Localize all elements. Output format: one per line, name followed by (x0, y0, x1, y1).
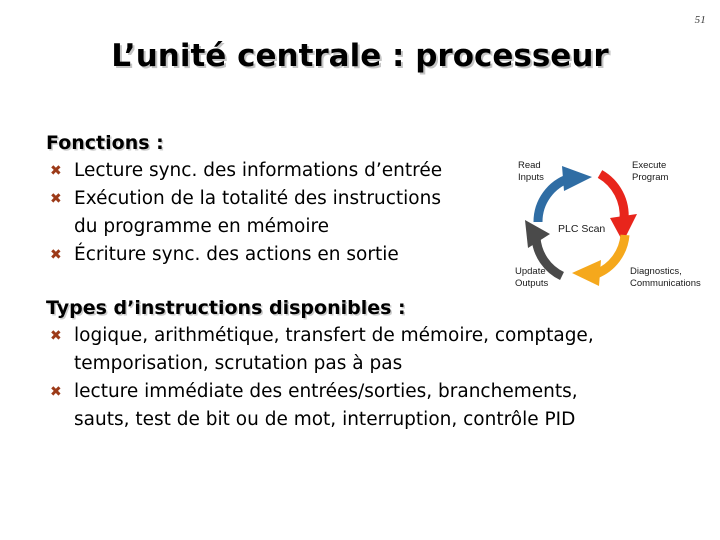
list-item-text: Exécution de la totalité des instruction… (74, 188, 441, 209)
list-item: ✖ Lecture sync. des informations d’entré… (46, 157, 544, 185)
section-heading-fonctions: Fonctions : (46, 132, 164, 154)
execute-program-arrow-icon (597, 170, 637, 242)
list-item: ✖ Écriture sync. des actions en sortie (46, 241, 544, 269)
update-outputs-arrow-icon (525, 220, 565, 281)
list-item-text-continued: du programme en mémoire (74, 216, 330, 237)
diagnostics-arrow-icon (572, 234, 630, 286)
bullet-cross-icon: ✖ (50, 191, 62, 207)
bullet-list-types: ✖ logique, arithmétique, transfert de mé… (46, 322, 706, 434)
bullet-list-fonctions: ✖ Lecture sync. des informations d’entré… (46, 157, 706, 269)
list-item-text: logique, arithmétique, transfert de mémo… (74, 325, 594, 346)
label-execute-program-line2: Program (632, 172, 669, 183)
section-types-instructions: Types d’instructions disponibles : ✖ log… (46, 295, 706, 434)
label-update-outputs-line1: Update (515, 266, 546, 277)
page-title: L’unité centrale : processeur (111, 38, 609, 74)
label-diagnostics-line1: Diagnostics, (630, 266, 682, 277)
page-number: 51 (694, 14, 706, 26)
list-item: ✖ lecture immédiate des entrées/sorties,… (46, 378, 706, 434)
list-item-text: Écriture sync. des actions en sortie (74, 244, 399, 265)
list-item: ✖ Exécution de la totalité des instructi… (46, 185, 544, 241)
label-read-inputs-line2: Inputs (518, 172, 544, 183)
list-item-text-continued: temporisation, scrutation pas à pas (74, 353, 403, 374)
list-item-text: Lecture sync. des informations d’entrée (74, 160, 443, 181)
list-item: ✖ logique, arithmétique, transfert de mé… (46, 322, 706, 378)
list-item-text-continued: sauts, test de bit ou de mot, interrupti… (74, 409, 576, 430)
section-heading-types: Types d’instructions disponibles : (46, 297, 406, 319)
label-diagnostics-line2: Communications (630, 278, 701, 289)
bullet-cross-icon: ✖ (50, 328, 62, 344)
bullet-cross-icon: ✖ (50, 247, 62, 263)
label-plc-scan-center: PLC Scan (558, 223, 605, 235)
label-execute-program-line1: Execute (632, 160, 666, 171)
label-read-inputs-line1: Read (518, 160, 541, 171)
section-fonctions: Fonctions : ✖ Lecture sync. des informat… (46, 130, 706, 269)
bullet-cross-icon: ✖ (50, 163, 62, 179)
slide-body: Fonctions : ✖ Lecture sync. des informat… (46, 130, 706, 434)
label-update-outputs-line2: Outputs (515, 278, 549, 289)
read-inputs-arrow-icon (533, 166, 592, 223)
list-item-text: lecture immédiate des entrées/sorties, b… (74, 381, 578, 402)
bullet-cross-icon: ✖ (50, 384, 62, 400)
plc-scan-cycle-diagram: Read Inputs Execute Program Diagnostics,… (500, 150, 720, 308)
